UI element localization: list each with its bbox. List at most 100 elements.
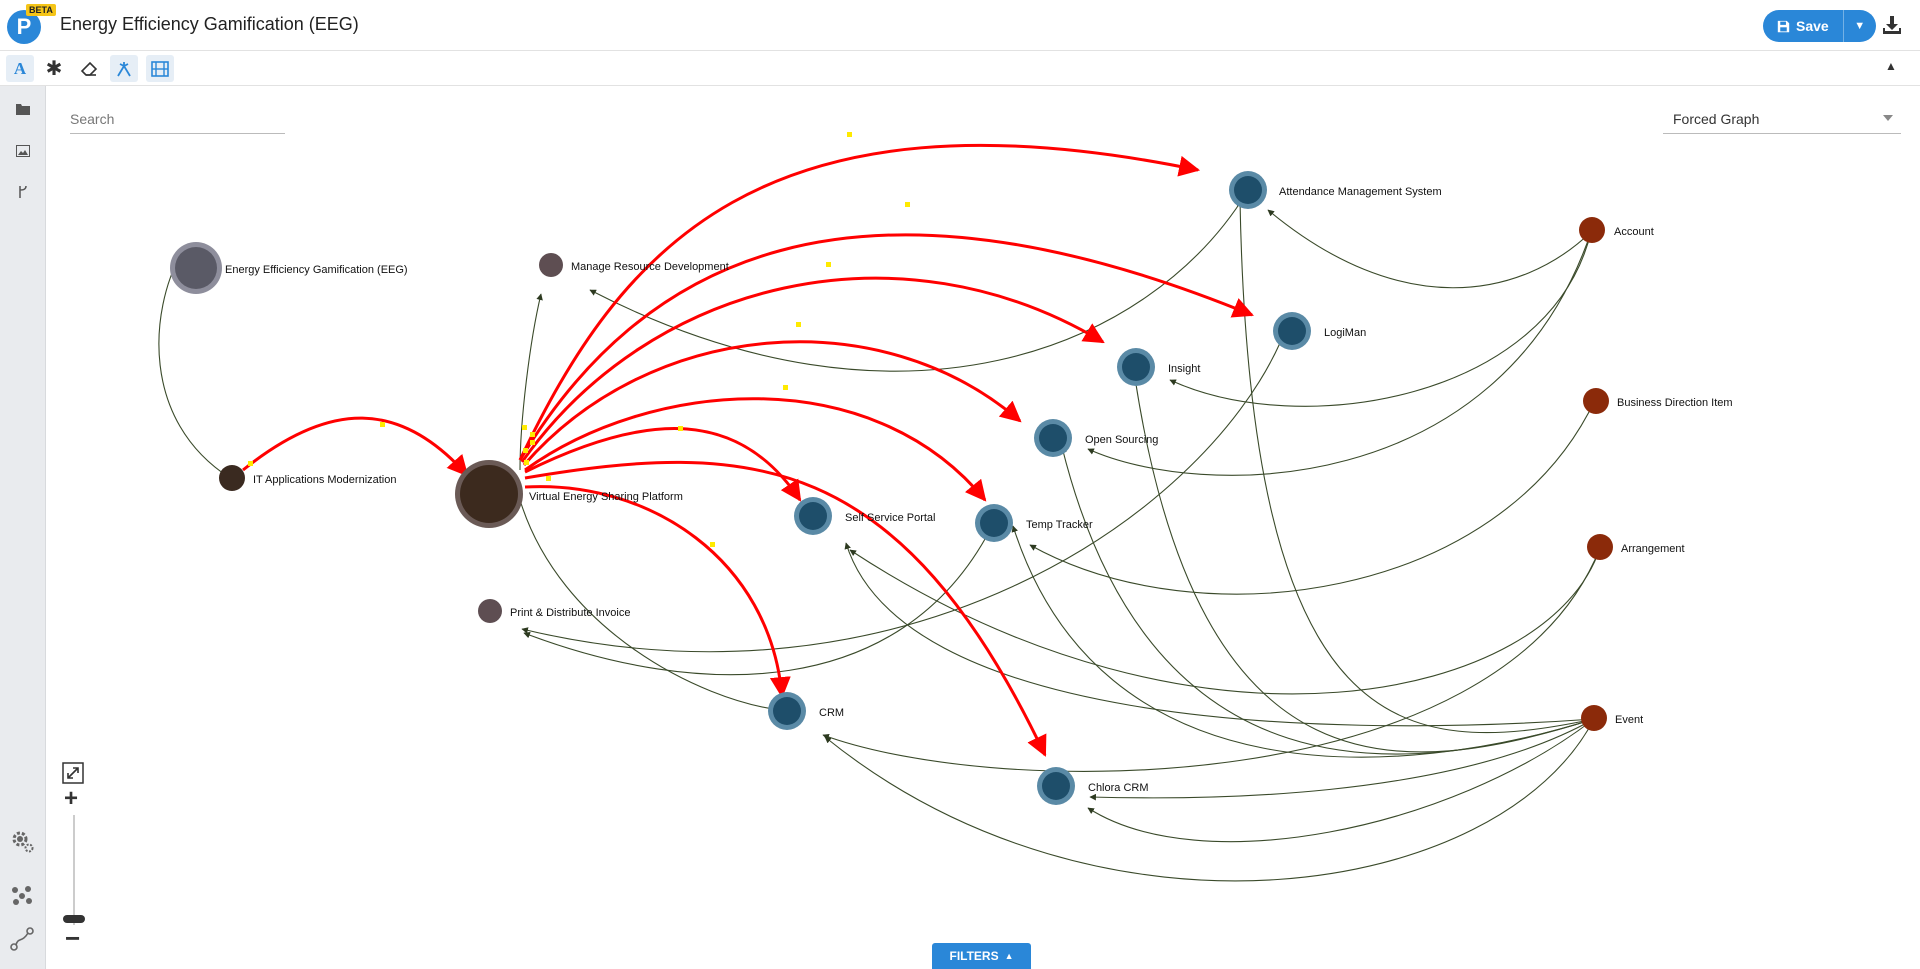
path-icon[interactable] [9, 926, 35, 952]
settings-gears-icon[interactable] [9, 828, 35, 854]
graph-node-pdi[interactable]: Print & Distribute Invoice [478, 599, 630, 623]
asterisk-tool-icon[interactable]: ✱ [45, 58, 63, 80]
filters-label: FILTERS [949, 949, 999, 963]
graph-node-self-service-portal[interactable]: Self Service Portal [794, 497, 935, 535]
graph-node-insight[interactable]: Insight [1117, 348, 1200, 386]
node-label: LogiMan [1324, 327, 1366, 339]
graph-node-account[interactable]: Account [1579, 217, 1654, 243]
graph-node-ams[interactable]: Attendance Management System [1229, 171, 1442, 209]
relation-edge [519, 293, 543, 471]
relation-edge [1089, 718, 1595, 801]
graph-node-logiman[interactable]: LogiMan [1273, 312, 1366, 350]
relation-edge [1169, 231, 1592, 407]
highlighted-edge [518, 143, 1201, 461]
relation-edge [824, 718, 1595, 882]
graph-node-business-direction-item[interactable]: Business Direction Item [1583, 388, 1733, 414]
relation-edge [1267, 209, 1592, 289]
app-header: P BETA Energy Efficiency Gamification (E… [0, 0, 1920, 51]
graph-node-mrd[interactable]: Manage Resource Development [539, 253, 729, 277]
zoom-slider-track[interactable] [73, 815, 75, 925]
relation-edge [1236, 199, 1595, 734]
graph-node-event[interactable]: Event [1581, 705, 1643, 731]
graph-node-vesp[interactable]: Virtual Energy Sharing Platform [455, 460, 683, 528]
caret-down-icon: ▼ [1854, 20, 1866, 32]
image-icon[interactable] [12, 140, 34, 162]
save-button[interactable]: Save [1763, 10, 1844, 42]
beta-badge: BETA [26, 4, 56, 16]
save-label: Save [1796, 18, 1829, 34]
editor-toolbar: A ✱ ▲ [0, 51, 1920, 86]
node-label: Manage Resource Development [571, 261, 729, 273]
node-label: CRM [819, 707, 844, 719]
caret-down-icon [1883, 115, 1893, 121]
fit-to-screen-icon[interactable] [62, 762, 84, 784]
zoom-in-button[interactable]: + [64, 785, 79, 812]
search-input[interactable] [70, 104, 285, 134]
caret-up-icon: ▲ [1004, 951, 1014, 961]
connector-tool-icon[interactable] [110, 55, 138, 82]
relation-edge [822, 547, 1601, 772]
layout-select[interactable]: Forced Graph [1663, 104, 1901, 134]
relation-edge [158, 253, 231, 479]
relation-edge [844, 542, 1595, 727]
relation-edge [1011, 525, 1595, 758]
zoom-out-button[interactable]: − [65, 923, 81, 953]
graph-node-eeg[interactable]: Energy Efficiency Gamification (EEG) [170, 242, 408, 294]
relation-edge [1087, 718, 1595, 843]
highlighted-edge [518, 233, 1254, 461]
node-label: Arrangement [1621, 543, 1685, 555]
relation-edge [1060, 446, 1595, 755]
relation-edge [1029, 399, 1596, 595]
node-label: Self Service Portal [845, 512, 935, 524]
collapse-toolbar-icon[interactable]: ▲ [1885, 59, 1897, 73]
graph-node-open-sourcing[interactable]: Open Sourcing [1034, 419, 1158, 457]
highlighted-edge [242, 416, 469, 477]
node-label: IT Applications Modernization [253, 474, 397, 486]
graph-node-temp-tracker[interactable]: Temp Tracker [975, 504, 1093, 542]
relation-edge [1132, 377, 1595, 753]
eraser-tool-icon[interactable] [75, 55, 103, 82]
node-label: Open Sourcing [1085, 434, 1158, 446]
filters-button[interactable]: FILTERS ▲ [932, 943, 1031, 969]
relation-edge [521, 342, 1281, 653]
highlighted-edge [524, 485, 791, 699]
node-label: Print & Distribute Invoice [510, 607, 630, 619]
node-label: Virtual Energy Sharing Platform [529, 491, 683, 503]
graph-cluster-icon[interactable] [9, 882, 35, 908]
highlighted-edge [524, 460, 1047, 757]
node-label: Temp Tracker [1026, 519, 1093, 531]
highlighted-edge [524, 397, 987, 502]
highlighted-edge [520, 276, 1105, 463]
highlighted-edge [524, 427, 802, 502]
left-sidebar [0, 86, 46, 969]
layout-select-value: Forced Graph [1673, 111, 1760, 127]
graph-node-chlora-crm[interactable]: Chlora CRM [1037, 767, 1149, 805]
graph-node-itam[interactable]: IT Applications Modernization [219, 465, 397, 491]
filmstrip-tool-icon[interactable] [146, 55, 174, 82]
folder-icon[interactable] [12, 98, 34, 120]
highlighted-edge [522, 340, 1022, 466]
save-options-dropdown[interactable]: ▼ [1844, 10, 1876, 42]
download-icon[interactable] [1880, 13, 1904, 37]
save-button-group: Save ▼ [1763, 10, 1876, 42]
relation-edge [849, 547, 1601, 695]
logo-letter: P [16, 14, 32, 39]
relation-edge [519, 499, 781, 711]
branch-icon[interactable] [12, 181, 34, 203]
graph-node-arrangement[interactable]: Arrangement [1587, 534, 1685, 560]
text-tool-icon[interactable]: A [6, 55, 34, 82]
node-label: Attendance Management System [1279, 186, 1442, 198]
zoom-slider-handle[interactable] [63, 915, 85, 923]
node-label: Insight [1168, 363, 1200, 375]
relation-edge [589, 191, 1248, 372]
node-label: Chlora CRM [1088, 782, 1149, 794]
relation-edge [523, 529, 991, 676]
page-title: Energy Efficiency Gamification (EEG) [60, 14, 359, 34]
node-label: Account [1614, 226, 1654, 238]
floppy-disk-icon [1777, 20, 1790, 32]
node-label: Energy Efficiency Gamification (EEG) [225, 264, 408, 276]
node-label: Business Direction Item [1617, 397, 1733, 409]
graph-node-crm[interactable]: CRM [768, 692, 844, 730]
node-label: Event [1615, 714, 1643, 726]
